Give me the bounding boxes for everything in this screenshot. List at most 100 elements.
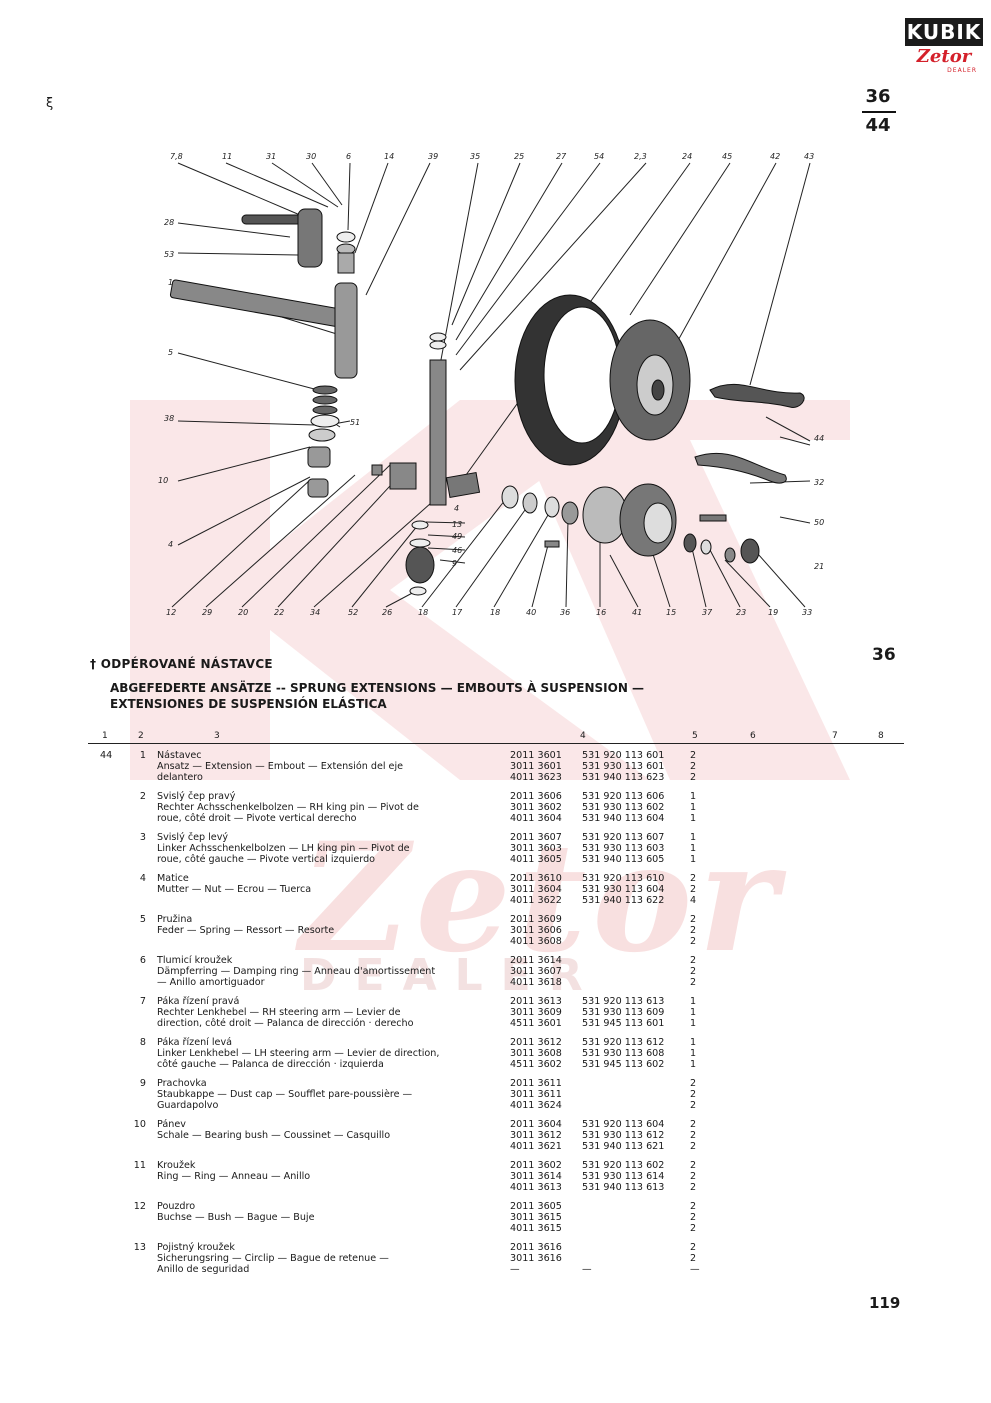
svg-text:4: 4: [454, 504, 459, 513]
parts-cell: [582, 914, 682, 948]
code-value: 2011 3602: [510, 1160, 562, 1171]
qty-value: 2: [690, 1212, 697, 1224]
qty-value: 2: [690, 1160, 697, 1171]
qty-value: 2: [690, 955, 697, 966]
svg-text:30: 30: [306, 152, 316, 161]
code-value: 3011 3601: [510, 761, 562, 773]
code-value: 4011 3618: [510, 977, 562, 989]
description-line: Ring — Ring — Anneau — Anillo: [157, 1171, 311, 1183]
code-value: 2011 3607: [510, 832, 562, 843]
svg-text:36: 36: [560, 608, 570, 617]
description-line: Schale — Bearing bush — Coussinet — Casq…: [157, 1130, 391, 1142]
qty-value: 2: [690, 1089, 697, 1101]
description-line: Ansatz — Extension — Embout — Extensión …: [157, 761, 404, 773]
code-value: 3011 3602: [510, 802, 562, 814]
qty-value: 2: [690, 884, 697, 896]
description-line: Pánev: [157, 1119, 186, 1130]
svg-text:17: 17: [452, 608, 463, 617]
exploded-parts-diagram: 7,8 11 31 30 6 14 39 35 25 27 54 2,3 24 …: [158, 152, 824, 617]
svg-text:2,3: 2,3: [634, 152, 647, 161]
part-value: 531 920 113 613: [582, 996, 665, 1007]
svg-text:43: 43: [804, 152, 814, 161]
code-value: —: [510, 1264, 520, 1276]
qty-value: 2: [690, 873, 697, 884]
svg-text:19: 19: [768, 608, 778, 617]
code-value: 2011 3611: [510, 1078, 562, 1089]
description-line: Guardapolvo: [157, 1100, 219, 1112]
svg-text:13: 13: [452, 520, 462, 529]
parts-cell: [582, 1078, 682, 1112]
part-value: [582, 1089, 682, 1100]
svg-text:18: 18: [418, 608, 428, 617]
part-value: [582, 925, 682, 936]
svg-text:46: 46: [452, 546, 462, 555]
description-line: côté gauche — Palanca de dirección · izq…: [157, 1059, 384, 1071]
qty-value: 1: [690, 832, 697, 843]
page-number: 119: [869, 1294, 901, 1312]
part-value: 531 920 113 601: [582, 750, 665, 761]
part-value: 531 930 113 604: [582, 884, 665, 896]
kubik-zetor-logo: KUBIK Zetor DEALER: [905, 18, 983, 102]
item-number-cell: 10: [133, 1119, 146, 1130]
svg-text:23: 23: [736, 608, 746, 617]
item-number-cell: 13: [133, 1242, 146, 1253]
description-line: Linker Lenkhebel — LH steering arm — Lev…: [157, 1048, 440, 1060]
qty-value: 1: [690, 854, 697, 866]
description-line: Rechter Achsschenkelbolzen — RH king pin…: [157, 802, 419, 814]
part-value: 531 945 113 602: [582, 1059, 665, 1071]
svg-text:16: 16: [596, 608, 606, 617]
code-value: 3011 3614: [510, 1171, 562, 1183]
col-header-2: 2: [138, 731, 144, 741]
svg-text:4: 4: [168, 540, 173, 549]
qty-value: 4: [690, 895, 697, 907]
item-number-cell: 9: [139, 1078, 146, 1089]
qty-value: 1: [690, 1007, 697, 1019]
part-value: 531 940 113 613: [582, 1182, 665, 1194]
item-number-cell: 11: [133, 1160, 146, 1171]
qty-value: 1: [690, 1018, 697, 1030]
description-line: Pružina: [157, 914, 193, 925]
code-value: 2011 3605: [510, 1201, 562, 1212]
description-line: — Anillo amortiguador: [157, 977, 265, 989]
header-rule: [88, 743, 904, 744]
svg-text:27: 27: [556, 152, 567, 161]
svg-text:49: 49: [452, 532, 462, 541]
svg-text:15: 15: [666, 608, 676, 617]
description-line: Buchse — Bush — Bague — Buje: [157, 1212, 315, 1224]
qty-value: 1: [690, 996, 697, 1007]
part-value: [582, 1242, 682, 1253]
svg-text:21: 21: [814, 562, 824, 571]
qty-value: 2: [690, 772, 697, 784]
part-value: 531 930 113 609: [582, 1007, 665, 1019]
svg-text:33: 33: [802, 608, 812, 617]
svg-text:5: 5: [168, 348, 173, 357]
part-value: 531 940 113 605: [582, 854, 665, 866]
description-line: Svislý čep levý: [157, 832, 229, 843]
part-value: 531 920 113 610: [582, 873, 665, 884]
description-line: Dämpferring — Damping ring — Anneau d'am…: [157, 966, 436, 978]
page-ref-top: 36: [865, 86, 891, 107]
code-value: 4011 3604: [510, 813, 562, 825]
code-value: 3011 3609: [510, 1007, 562, 1019]
qty-value: 2: [690, 1223, 697, 1235]
item-number-cell: 1: [139, 750, 146, 761]
qty-value: 1: [690, 802, 697, 814]
